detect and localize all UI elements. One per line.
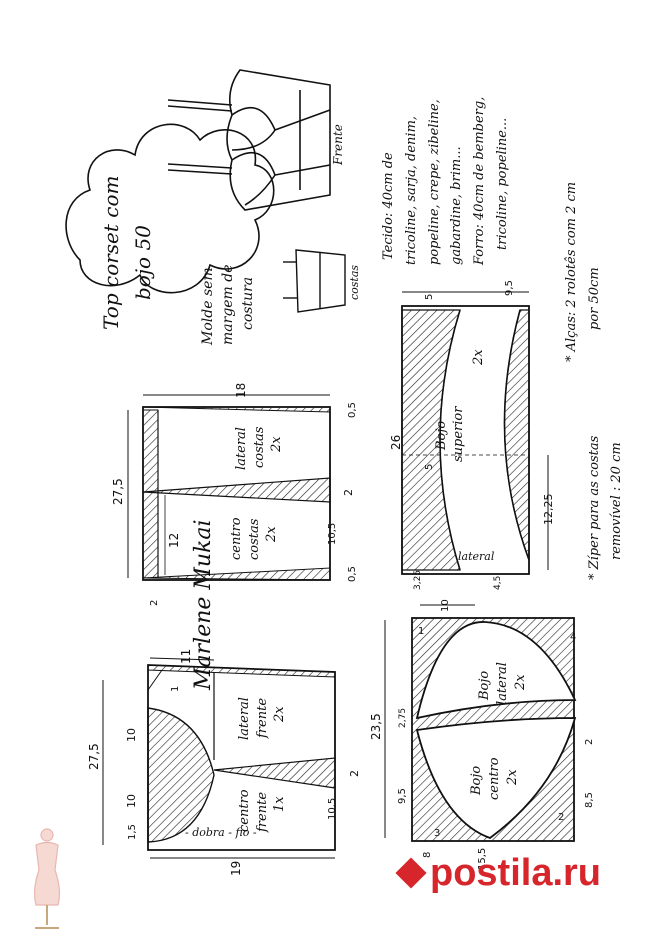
m-front-l2: 10 — [125, 728, 138, 742]
m-front-r1: 2 — [348, 770, 361, 777]
m-cup-b1: 8 — [422, 852, 433, 858]
corset-back-sketch — [283, 249, 346, 313]
m-cup-m2: 2 — [584, 739, 595, 745]
m-pt3: 3 — [434, 828, 440, 839]
note-line2: margem de — [220, 264, 236, 345]
piece-centro-costas-l2: costas — [247, 518, 262, 560]
m-front-top: 11 — [179, 649, 193, 664]
piece-lateral-costas-l2: costas — [252, 426, 267, 468]
piece-bojo-lateral-l1: Bojo — [477, 671, 492, 701]
m-pt2: 2 — [558, 812, 564, 823]
piece-centro-costas-l3: 2x — [264, 526, 279, 543]
watermark-text: postila.ru — [430, 852, 601, 894]
piece-centro-frente-l1: centro — [237, 789, 252, 832]
m-cup-height: 23,5 — [369, 713, 383, 740]
m-back-height: 27,5 — [111, 478, 125, 505]
piece-lateral-small: lateral — [458, 550, 495, 563]
front-pieces: lateral frente 2x centro frente 1x - dob… — [87, 649, 361, 876]
m-front-l3: 10 — [125, 794, 138, 808]
corset-front-sketch — [167, 69, 331, 211]
bojo-superior: Bojo superior 2x lateral 26 5 9,5 5 12,2… — [389, 280, 555, 590]
title-line1: Top corset com — [99, 176, 123, 331]
m-cup-m1: 2,75 — [398, 708, 408, 728]
m-cup-b2: 15,5 — [477, 848, 488, 870]
materials-line3: popeline, crepe, zibeline, — [427, 99, 442, 265]
piece-lateral-costas-l3: 2x — [269, 436, 284, 453]
dress-form-icon — [33, 828, 61, 929]
bojo-cups: Bojo lateral 2x Bojo centro 2x 1 4 2 3 2… — [369, 599, 595, 870]
m-front-l4: 1,5 — [127, 824, 138, 840]
note-line1: Molde sem — [200, 267, 216, 346]
zipper-line1: * Zíper para as costas — [587, 435, 602, 580]
m-sup-mid: 5 — [424, 464, 435, 470]
watermark: postila.ru — [395, 852, 601, 894]
m-sup-l2: 4,5 — [493, 576, 503, 590]
piece-bojo-centro-l1: Bojo — [469, 766, 484, 796]
materials-line2: tricoline, sarja, denim, — [404, 116, 419, 265]
m-front-bot: 19 — [229, 861, 243, 876]
m-sup-bot: 12,25 — [542, 494, 555, 526]
title-line2: bojo 50 — [131, 225, 155, 300]
m-cup-r: 8,5 — [584, 792, 595, 808]
m-front-l1: 1 — [170, 686, 181, 692]
piece-bojo-superior-l2: superior — [451, 406, 466, 462]
piece-centro-frente-l3: 1x — [272, 796, 287, 812]
m-front-height: 27,5 — [87, 743, 101, 770]
piece-lateral-frente-l3: 2x — [272, 706, 287, 723]
zipper-line2: removível : 20 cm — [609, 442, 624, 560]
piece-lateral-costas-l1: lateral — [234, 427, 249, 470]
m-back-top: 18 — [234, 383, 248, 398]
m-cup-l: 9,5 — [397, 788, 408, 804]
piece-bojo-centro-l2: centro — [487, 757, 502, 800]
materials-line6: tricoline, popeline... — [495, 118, 510, 250]
piece-bojo-lateral-l3: 2x — [513, 674, 528, 691]
piece-lateral-frente-l2: frente — [255, 698, 270, 739]
title-cloud: Top corset com bojo 50 — [65, 123, 275, 331]
straps-line2: por 50cm — [587, 267, 602, 330]
piece-centro-costas-l1: centro — [229, 517, 244, 560]
signature: Marlene Mukai — [191, 519, 216, 691]
m-back-r1: 0,5 — [347, 402, 358, 418]
materials-line5: Forro: 40cm de bemberg, — [472, 97, 487, 266]
label-frente: Frente — [331, 124, 345, 166]
m-back-r3: 10,5 — [327, 523, 338, 545]
materials-line4: gabardine, brim... — [449, 146, 464, 265]
m-sup-width: 26 — [389, 435, 403, 450]
piece-bojo-superior-l1: Bojo — [434, 421, 449, 451]
note-line3: costura — [240, 277, 256, 330]
label-costas: costas — [348, 265, 361, 300]
m-cup-top: 10 — [440, 599, 451, 612]
piece-bojo-superior-l3: 2x — [471, 349, 486, 366]
back-pieces: lateral costas 2x centro costas 2x 27,5 … — [111, 383, 358, 606]
m-back-side: 12 — [167, 533, 181, 548]
m-sup-l1: 3,25 — [413, 570, 423, 590]
m-back-left: 2 — [149, 600, 160, 606]
piece-bojo-lateral-l2: lateral — [495, 662, 510, 705]
m-back-r4: 0,5 — [347, 566, 358, 582]
m-pt1: 1 — [418, 626, 424, 637]
m-pt4: 4 — [570, 632, 576, 643]
piece-lateral-frente-l1: lateral — [237, 697, 252, 740]
materials: Tecido: 40cm de tricoline, sarja, denim,… — [381, 97, 510, 266]
straps-line1: * Alças: 2 rolotês com 2 cm — [564, 182, 579, 362]
piece-centro-frente-l2: frente — [255, 792, 270, 833]
m-sup-r1: 5 — [424, 294, 435, 300]
m-sup-r2: 9,5 — [504, 280, 515, 296]
materials-line1: Tecido: 40cm de — [381, 152, 396, 260]
piece-bojo-centro-l3: 2x — [505, 769, 520, 786]
m-front-r2: 10,5 — [327, 798, 338, 820]
fold-line-label: - dobra - fio - — [185, 826, 257, 839]
m-back-r2: 2 — [342, 489, 355, 496]
